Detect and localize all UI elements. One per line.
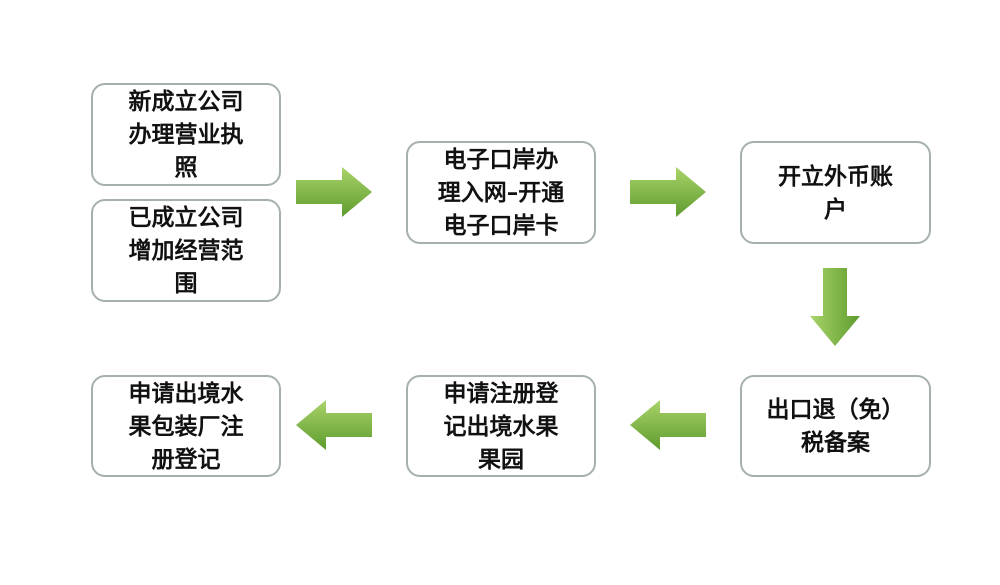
- arrow-left-icon: [296, 400, 372, 450]
- line: 理入网–开通: [437, 179, 565, 206]
- line: 增加经营范: [128, 237, 244, 264]
- line: 果园: [478, 445, 524, 473]
- arrow-right-icon: [296, 167, 372, 217]
- box-e-port: 电子口岸办 理入网–开通 电子口岸卡: [406, 141, 596, 244]
- box-existing-company: 已成立公司 增加经营范 围: [91, 199, 281, 302]
- line: 申请出境水: [128, 379, 244, 407]
- box-orchard: 申请注册登 记出境水果 果园: [406, 375, 596, 477]
- arrow-down-icon: [810, 268, 860, 346]
- line: 围: [174, 270, 198, 297]
- line: 电子口岸办: [443, 146, 559, 173]
- line: 户: [824, 195, 847, 223]
- line: 照: [174, 154, 198, 181]
- box-fx-account: 开立外币账 户: [740, 141, 931, 244]
- line: 果包装厂注: [128, 412, 244, 440]
- line: 出口退（免）: [766, 396, 905, 423]
- box-packing-plant: 申请出境水 果包装厂注 册登记: [91, 375, 281, 477]
- box-new-company: 新成立公司 办理营业执 照: [91, 83, 281, 186]
- line: 办理营业执: [128, 121, 244, 148]
- line: 已成立公司: [128, 204, 244, 231]
- line: 新成立公司: [128, 88, 244, 115]
- box-tax-refund: 出口退（免） 税备案: [740, 375, 931, 477]
- line: 册登记: [151, 445, 221, 473]
- line: 电子口岸卡: [443, 212, 559, 239]
- line: 开立外币账: [778, 162, 893, 190]
- arrow-right-icon: [630, 167, 706, 217]
- line: 申请注册登: [443, 379, 559, 407]
- arrow-left-icon: [630, 400, 706, 450]
- line: 记出境水果: [443, 412, 559, 440]
- line: 税备案: [801, 429, 870, 456]
